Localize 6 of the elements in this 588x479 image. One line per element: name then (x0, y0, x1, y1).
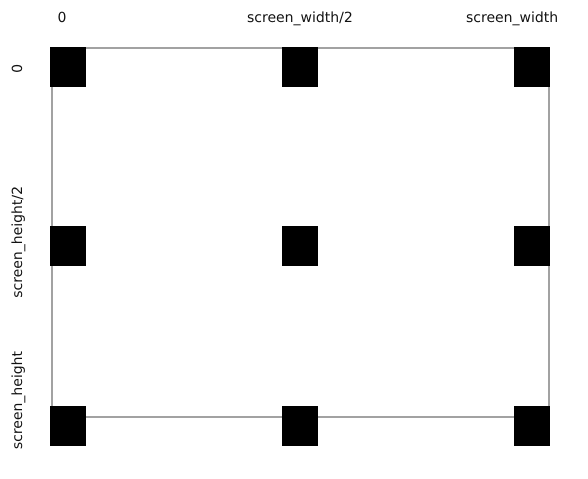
axis-label: 0 (10, 64, 26, 72)
axis-label: screen_width/2 (247, 10, 353, 26)
axis-label: screen_width (466, 10, 558, 26)
axis-label: screen_height/2 (10, 186, 26, 298)
axis-label: 0 (58, 10, 66, 26)
axis-label: screen_height (10, 351, 26, 450)
